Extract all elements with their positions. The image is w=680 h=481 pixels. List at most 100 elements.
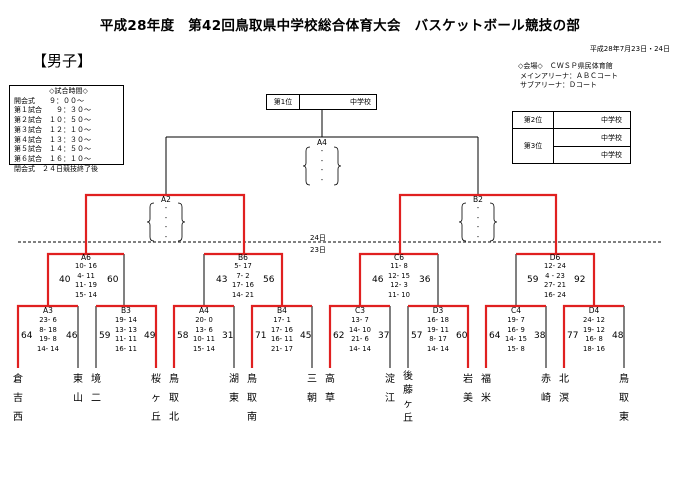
game-score: 24- 12 19- 12 16- 8 18- 16 [583,316,605,353]
score-bracket [458,202,467,242]
team-name: 岩美 [463,374,473,404]
venue-info: ◇会場◇ ＣＷＳＰ県民体育館 メインアリーナ：ＡＢＣコート サブアリーナ：Ｄコー… [518,62,618,91]
total-score: 40 [59,275,71,285]
game-score: 10- 16 4- 11 11- 19 15- 14 [75,262,97,299]
total-score: 71 [255,331,267,341]
team-name: 湖東 [229,374,239,404]
score-bracket [146,202,155,242]
team-name: 東山 [73,374,83,404]
team-name: 桜ヶ丘 [151,374,161,423]
team-name: 倉吉西 [13,374,23,423]
schedule-row: 第４試合 １３：３０～ [14,135,91,144]
schedule-heading: ◇試合時間◇ [49,87,88,95]
total-score: 58 [177,331,189,341]
total-score: 60 [456,331,468,341]
game-code: A4 [317,138,327,147]
game-code: C3 [354,306,365,315]
score-bracket [489,202,498,242]
total-score: 38 [534,331,546,341]
winner-path [398,193,558,254]
total-score: 64 [21,331,33,341]
total-score: 36 [419,275,431,285]
game-score: 19- 7 16- 9 14- 15 15- 8 [505,316,527,353]
team-name: 境二 [91,374,101,404]
game-code: D6 [549,253,561,262]
winner-path [328,304,390,368]
game-code: A2 [161,195,171,204]
schedule-row: 閉会式 ２４日競技終了後 [14,164,98,173]
team-name: 鳥取東 [619,374,629,423]
game-code: C6 [393,253,404,262]
game-code: C4 [510,306,521,315]
winner-path [46,252,124,306]
total-score: 64 [489,331,501,341]
winner-path [562,304,624,368]
winner-path [84,193,246,254]
total-score: 48 [612,331,624,341]
team-name: 高草 [325,374,335,404]
game-score: 13- 7 14- 10 21- 6 14- 14 [349,316,371,353]
game-score: 23- 6 8- 18 19- 8 14- 14 [37,316,59,353]
first-place-school: 中学校 [299,94,377,110]
winner-path [204,252,284,306]
venue-line: ◇会場◇ ＣＷＳＰ県民体育館 [518,62,613,70]
team-name: 北溟 [559,374,569,404]
game-score: - - - - [164,204,168,241]
total-score: 77 [567,331,579,341]
game-score: 19- 14 13- 13 11- 11 16- 11 [115,316,137,353]
schedule-box: ◇試合時間◇ 開会式 ９：００～ 第１試合 ９：３０～ 第２試合 １０：５０～ … [9,85,124,173]
venue-line: メインアリーナ：ＡＢＣコート [520,71,618,80]
winner-path [96,304,158,368]
team-name: 鳥取北 [169,374,179,423]
division-label: 【男子】 [32,52,93,70]
total-score: 62 [333,331,345,341]
winner-path [250,304,312,368]
total-score: 45 [300,331,312,341]
game-code: A4 [199,306,209,315]
team-name: 淀江 [385,374,395,404]
schedule-row: 第２試合 １０：５０～ [14,116,91,125]
game-score: 20- 0 13- 6 10- 11 15- 14 [193,316,215,353]
game-code: A6 [81,253,91,262]
total-score: 56 [263,275,275,285]
total-score: 92 [574,275,586,285]
game-score: 12- 24 4 - 23 27- 21 16- 24 [544,262,566,299]
team-name: 三朝 [307,374,317,404]
venue-line: サブアリーナ：Ｄコート [520,81,597,89]
winner-path [516,252,596,306]
score-bracket [333,146,342,186]
game-code: A3 [43,306,53,315]
game-score: 11- 8 12- 15 12- 3 11- 10 [388,262,410,299]
schedule-row: 第３試合 １２：１０～ [14,125,91,134]
game-code: B6 [238,253,248,262]
winner-path [16,304,78,368]
schedule-row: 第６試合 １６：１０～ [14,154,91,163]
total-score: 60 [107,275,119,285]
game-score: 17- 1 17- 16 16- 11 21- 17 [271,316,293,353]
winner-path [358,252,438,306]
third-place-school: 中学校 [553,146,631,164]
team-name: 鳥取南 [247,374,257,423]
total-score: 57 [411,331,423,341]
day-label: 23日 [310,246,326,254]
team-name: 赤崎 [541,374,551,404]
total-score: 59 [527,275,539,285]
schedule-row: 開会式 ９：００～ [14,96,84,105]
game-code: D4 [588,306,600,315]
schedule-row: 第１試合 ９：３０～ [14,106,91,115]
total-score: 46 [66,331,78,341]
total-score: 31 [222,331,234,341]
game-score: 16- 18 19- 11 8- 17 14- 14 [427,316,449,353]
schedule-row: 第５試合 １４：５０～ [14,145,91,154]
winner-path [484,304,546,368]
winner-path [408,304,470,368]
game-code: B2 [473,195,483,204]
score-bracket [302,146,311,186]
game-code: B4 [277,306,287,315]
winner-path [172,304,234,368]
game-code: D3 [432,306,444,315]
game-code: B3 [121,306,131,315]
day-label: 24日 [310,234,326,242]
total-score: 43 [216,275,228,285]
